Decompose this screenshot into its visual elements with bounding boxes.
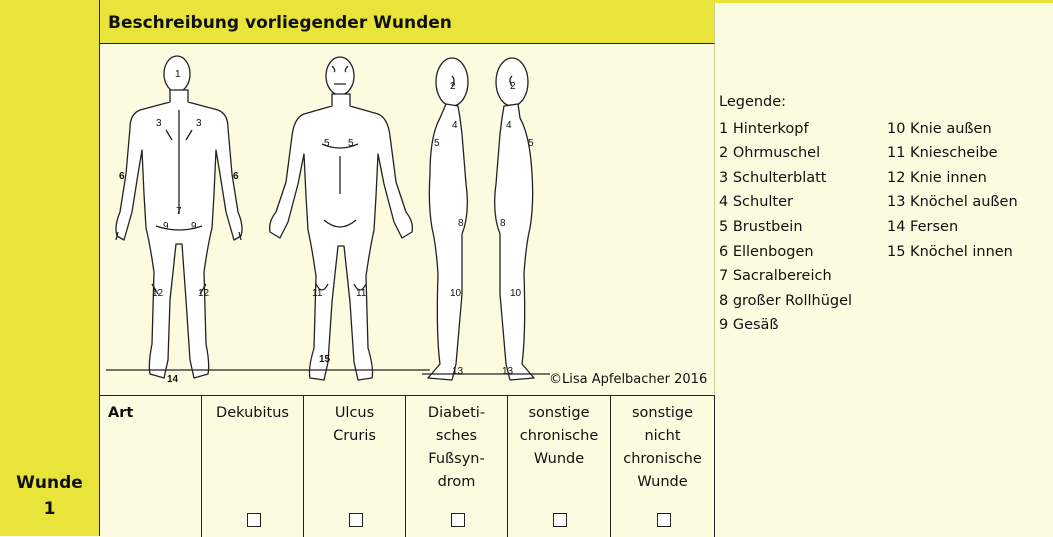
legend-item: 11 Kniescheibe [887, 141, 1018, 166]
option-label: sonstige nicht chronische Wunde [611, 402, 714, 494]
label-side1-5: 5 [434, 138, 440, 149]
legend-item: 6 Ellenbogen [719, 240, 887, 265]
label-side1-10: 10 [450, 288, 462, 299]
label-back-6b: 6 [233, 171, 239, 182]
label-back-14: 14 [167, 374, 179, 385]
option-cell-dekubitus: Dekubitus [202, 396, 304, 537]
wound-row-label: Wunde 1 [0, 470, 99, 522]
legend-item: 4 Schulter [719, 190, 887, 215]
copyright-notice: ©Lisa Apfelbacher 2016 [549, 372, 707, 387]
legend-title: Legende: [719, 90, 1018, 115]
front-view-figure [270, 57, 413, 380]
body-chart-svg: 1 3 3 6 6 7 9 9 12 12 14 5 5 11 11 15 2 … [100, 44, 714, 394]
back-view-figure [116, 56, 242, 378]
legend: Legende: 1 Hinterkopf 2 Ohrmuschel 3 Sch… [719, 90, 1018, 338]
label-front-15: 15 [319, 354, 331, 365]
section-title: Beschreibung vorliegender Wunden [108, 13, 452, 33]
wound-type-table: Art Dekubitus Ulcus Cruris Diabeti- sche… [100, 395, 715, 537]
label-side1-13: 13 [452, 366, 464, 377]
label-front-5a: 5 [324, 138, 330, 149]
label-side2-8: 8 [500, 218, 506, 229]
label-side1-4: 4 [452, 120, 458, 131]
label-side2-13: 13 [502, 366, 514, 377]
label-back-7: 7 [176, 206, 182, 217]
dekubitus-checkbox[interactable] [247, 513, 261, 527]
legend-columns: 1 Hinterkopf 2 Ohrmuschel 3 Schulterblat… [719, 117, 1018, 338]
label-back-3a: 3 [156, 118, 162, 129]
label-side2-4: 4 [506, 120, 512, 131]
option-label: Dekubitus [202, 402, 303, 425]
diabetic-foot-checkbox[interactable] [451, 513, 465, 527]
option-cell-other-chronic: sonstige chronische Wunde [508, 396, 611, 537]
label-side2-10: 10 [510, 288, 522, 299]
option-cell-other-nonchronic: sonstige nicht chronische Wunde [611, 396, 714, 537]
label-front-5b: 5 [348, 138, 354, 149]
legend-item: 15 Knöchel innen [887, 240, 1018, 265]
label-back-9b: 9 [191, 221, 197, 232]
body-figure-area: 1 3 3 6 6 7 9 9 12 12 14 5 5 11 11 15 2 … [100, 44, 715, 394]
label-front-11b: 11 [356, 288, 367, 299]
option-label: Diabeti- sches Fußsyn- drom [406, 402, 507, 494]
label-back-1: 1 [175, 69, 181, 80]
legend-item: 10 Knie außen [887, 117, 1018, 142]
option-label: Ulcus Cruris [304, 402, 405, 448]
label-back-12b: 12 [198, 288, 210, 299]
label-back-9a: 9 [163, 221, 169, 232]
option-cell-ulcus-cruris: Ulcus Cruris [304, 396, 406, 537]
legend-item: 5 Brustbein [719, 215, 887, 240]
option-label: sonstige chronische Wunde [508, 402, 610, 471]
legend-item: 3 Schulterblatt [719, 166, 887, 191]
label-side2-5: 5 [528, 138, 534, 149]
legend-item: 1 Hinterkopf [719, 117, 887, 142]
label-side1-8: 8 [458, 218, 464, 229]
ulcus-cruris-checkbox[interactable] [349, 513, 363, 527]
legend-item: 7 Sacralbereich [719, 264, 887, 289]
legend-item: 13 Knöchel außen [887, 190, 1018, 215]
label-side1-2: 2 [450, 81, 456, 92]
legend-item: 2 Ohrmuschel [719, 141, 887, 166]
legend-item: 8 großer Rollhügel [719, 289, 887, 314]
legend-item: 12 Knie innen [887, 166, 1018, 191]
legend-column-1: 1 Hinterkopf 2 Ohrmuschel 3 Schulterblat… [719, 117, 887, 338]
legend-column-2: 10 Knie außen 11 Kniescheibe 12 Knie inn… [887, 117, 1018, 338]
label-back-6a: 6 [119, 171, 125, 182]
other-chronic-checkbox[interactable] [553, 513, 567, 527]
option-cell-diabetic-foot: Diabeti- sches Fußsyn- drom [406, 396, 508, 537]
label-front-11a: 11 [312, 288, 323, 299]
legend-item: 9 Gesäß [719, 313, 887, 338]
art-label: Art [108, 405, 133, 421]
row-label-column: Wunde 1 [0, 0, 100, 536]
label-side2-2: 2 [510, 81, 516, 92]
label-back-12a: 12 [152, 288, 164, 299]
label-back-3b: 3 [196, 118, 202, 129]
legend-item: 14 Fersen [887, 215, 1018, 240]
other-nonchronic-checkbox[interactable] [657, 513, 671, 527]
section-header: Beschreibung vorliegender Wunden [100, 3, 715, 44]
art-header-cell: Art [100, 396, 202, 537]
